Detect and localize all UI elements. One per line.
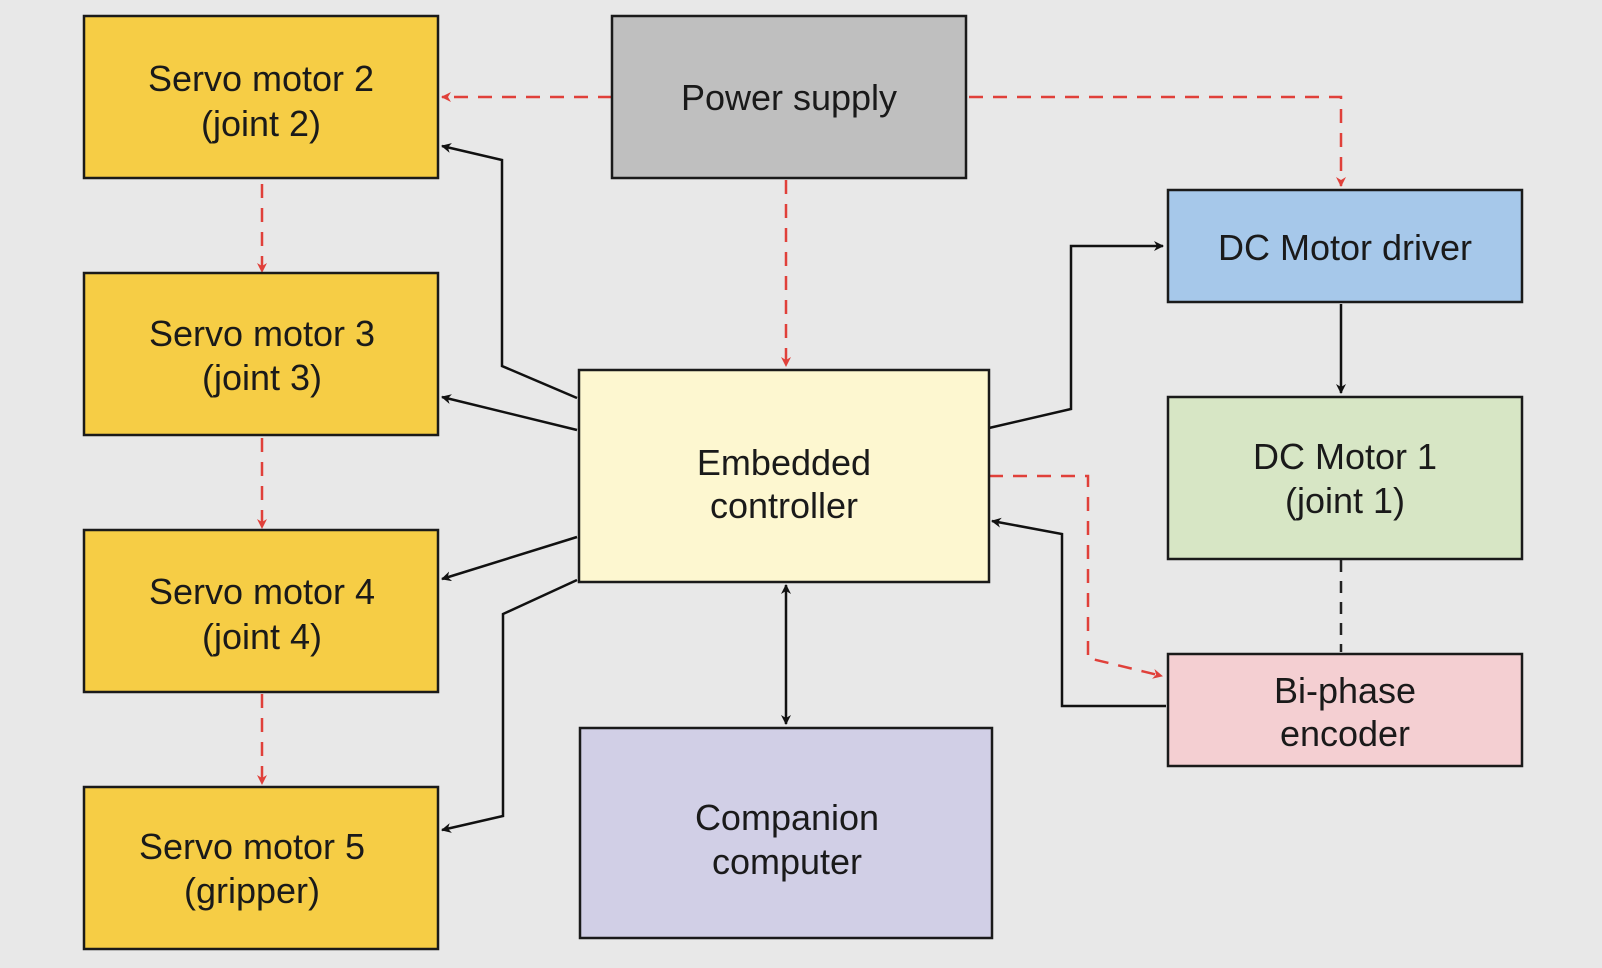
servo-motor-3-box [82,271,440,437]
encoder-to-controller-connector [991,517,1166,708]
power-connections [257,92,1346,785]
companion-computer-block: Companion computer [578,726,994,940]
dc-motor-driver-title: DC Motor driver [1218,227,1472,268]
embedded-controller-title: Embedded [697,442,871,483]
companion-computer-subtitle: computer [712,841,862,882]
servo-motor-5-title: Servo motor 5 [139,826,365,867]
controller-to-dc-driver-connector [988,241,1164,430]
servo-motor-5-box [82,785,440,951]
bi-phase-encoder-box [1166,652,1524,768]
bi-phase-encoder-subtitle: encoder [1280,713,1410,754]
bi-phase-encoder-block: Bi-phase encoder [1166,652,1524,768]
controller-to-servo4-connector [441,535,578,582]
servo-motor-4-joint: (joint 4) [202,616,322,657]
power-to-dc-driver-connector [969,95,1346,187]
servo-motor-4-title: Servo motor 4 [149,571,375,612]
servo-motor-5-joint: (gripper) [184,870,320,911]
embedded-controller-subtitle: controller [710,485,858,526]
servo-motor-2-title: Servo motor 2 [148,58,374,99]
dc-motor-1-joint: (joint 1) [1285,480,1405,521]
controller-to-encoder-power-connector [989,474,1163,679]
controller-to-servo5-connector [441,578,578,833]
servo-motor-4-block: Servo motor 4 (joint 4) [82,528,440,694]
dc-motor-driver-box [1166,188,1524,304]
servo-motor-3-title: Servo motor 3 [149,313,375,354]
embedded-controller-block: Embedded controller [577,368,991,584]
dc-motor-1-block: DC Motor 1 (joint 1) [1166,395,1524,561]
embedded-controller-box [577,368,991,584]
dc-motor-driver-block: DC Motor driver [1166,188,1524,304]
power-supply-block: Power supply [610,14,968,180]
servo-motor-3-joint: (joint 3) [202,357,322,398]
bi-phase-encoder-title: Bi-phase [1274,670,1416,711]
power-supply-box [610,14,968,180]
servo-motor-2-box [82,14,440,180]
controller-to-servo3-connector [441,394,578,432]
servo-motor-4-box [82,528,440,694]
companion-computer-box [578,726,994,940]
servo-motor-2-block: Servo motor 2 (joint 2) [82,14,440,180]
dc-motor-1-title: DC Motor 1 [1253,436,1437,477]
companion-computer-title: Companion [695,797,879,838]
servo-motor-3-block: Servo motor 3 (joint 3) [82,271,440,437]
dc-motor-1-box [1166,395,1524,561]
signal-connections [441,143,1346,833]
controller-to-servo2-connector [441,143,578,400]
servo-motor-5-block: Servo motor 5 (gripper) [82,785,440,951]
power-supply-title: Power supply [681,77,897,118]
servo-motor-2-joint: (joint 2) [201,103,321,144]
